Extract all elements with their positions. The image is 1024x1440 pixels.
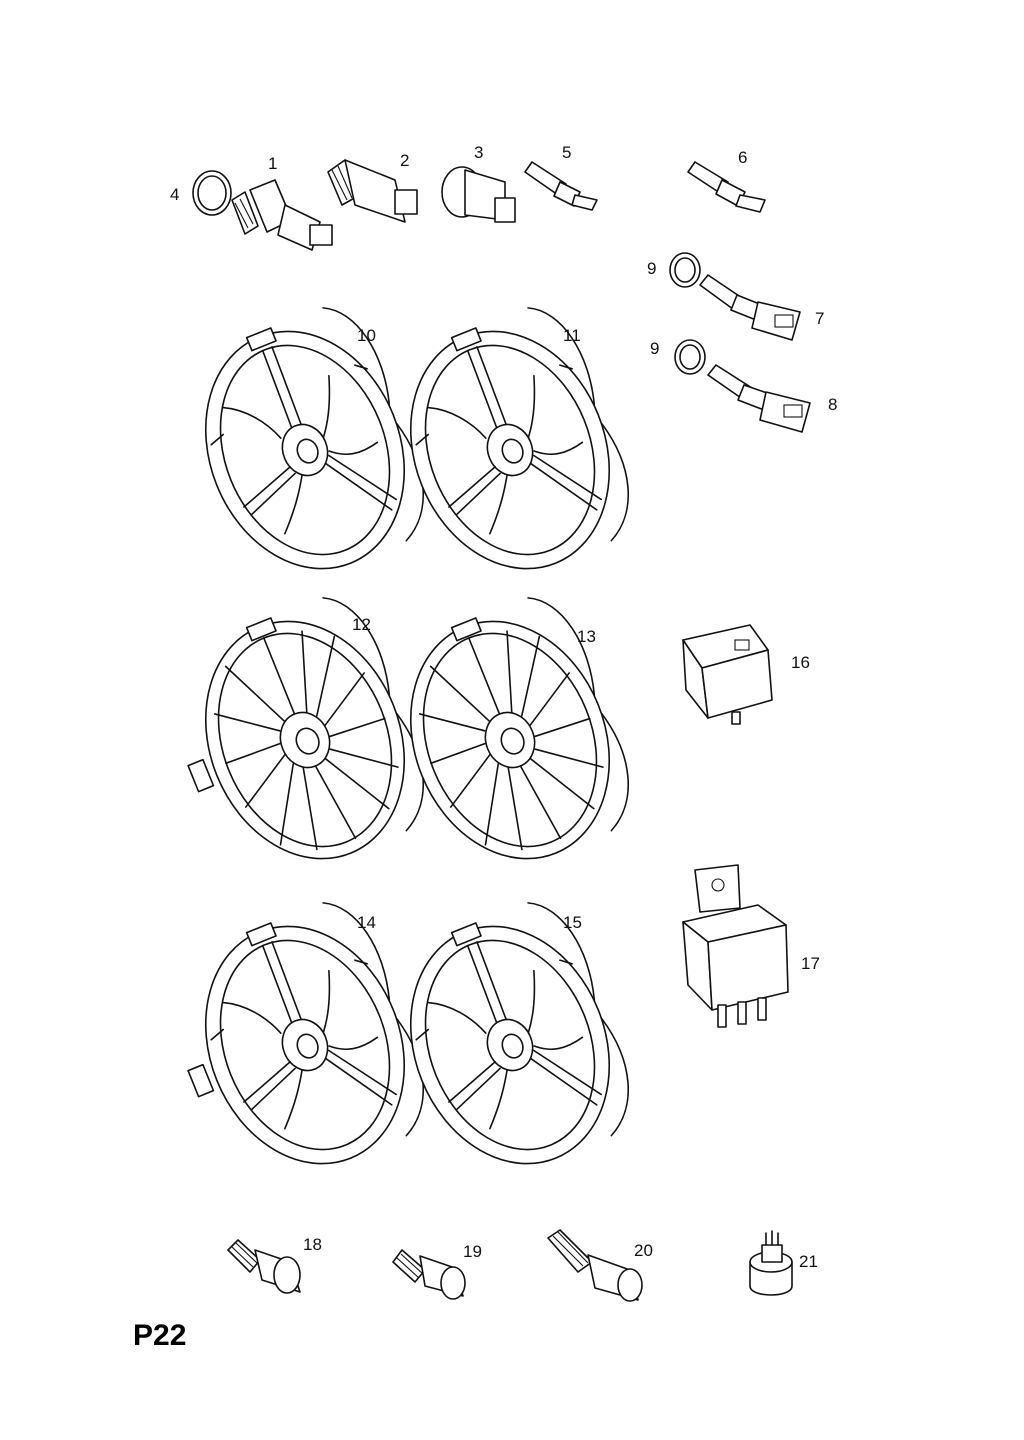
callout-1: 1 [268, 154, 277, 173]
callout-13: 13 [577, 627, 596, 646]
temperature-switch-part-1 [231, 179, 333, 251]
callout-16: 16 [791, 653, 810, 672]
callout-7: 7 [815, 309, 824, 328]
connector-icon [187, 1063, 215, 1098]
callout-2: 2 [400, 151, 409, 170]
callout-5: 5 [562, 143, 571, 162]
pressure-switch-part-20 [547, 1229, 643, 1302]
callout-17: 17 [801, 954, 820, 973]
cooling-fan-part-14 [168, 889, 446, 1195]
sensor-part-5 [524, 161, 598, 211]
sensor-part-2 [327, 159, 418, 223]
callout-11: 11 [563, 326, 581, 345]
sensor-part-8 [707, 364, 811, 433]
relay-part-16 [682, 624, 773, 725]
callout-3: 3 [474, 143, 483, 162]
callout-12: 12 [352, 615, 371, 634]
cooling-fan-part-12 [168, 584, 446, 890]
cooling-fan-part-13 [373, 584, 651, 890]
seal-ring-part-4 [192, 170, 232, 216]
callout-4: 4 [170, 185, 179, 204]
callout-9-lower: 9 [650, 339, 659, 358]
seal-ring-part-9-lower [674, 339, 706, 375]
callout-19: 19 [463, 1242, 482, 1261]
cooling-fan-part-11 [373, 294, 651, 600]
page-code: P22 [133, 1319, 186, 1352]
sensor-part-7 [699, 274, 801, 341]
cooling-fan-part-10 [168, 294, 446, 600]
callout-14: 14 [357, 913, 376, 932]
sensor-part-6 [687, 161, 766, 213]
callout-labels: 1 2 3 4 5 6 7 8 9 9 10 11 12 13 14 15 16… [170, 143, 837, 1271]
callout-8: 8 [828, 395, 837, 414]
relay-part-17 [682, 864, 789, 1028]
callout-10: 10 [357, 326, 376, 345]
cooling-fan-part-15 [373, 889, 651, 1195]
callout-15: 15 [563, 913, 582, 932]
callout-20: 20 [634, 1241, 653, 1260]
callout-9-upper: 9 [647, 259, 656, 278]
sensor-part-3 [441, 166, 516, 223]
callout-18: 18 [303, 1235, 322, 1254]
seal-ring-part-9-upper [669, 252, 701, 288]
callout-6: 6 [738, 148, 747, 167]
pressure-switch-part-21 [749, 1230, 793, 1296]
connector-icon [187, 758, 215, 793]
pressure-switch-part-19 [392, 1249, 466, 1300]
pressure-switch-part-18 [227, 1239, 301, 1294]
callout-21: 21 [799, 1252, 818, 1271]
